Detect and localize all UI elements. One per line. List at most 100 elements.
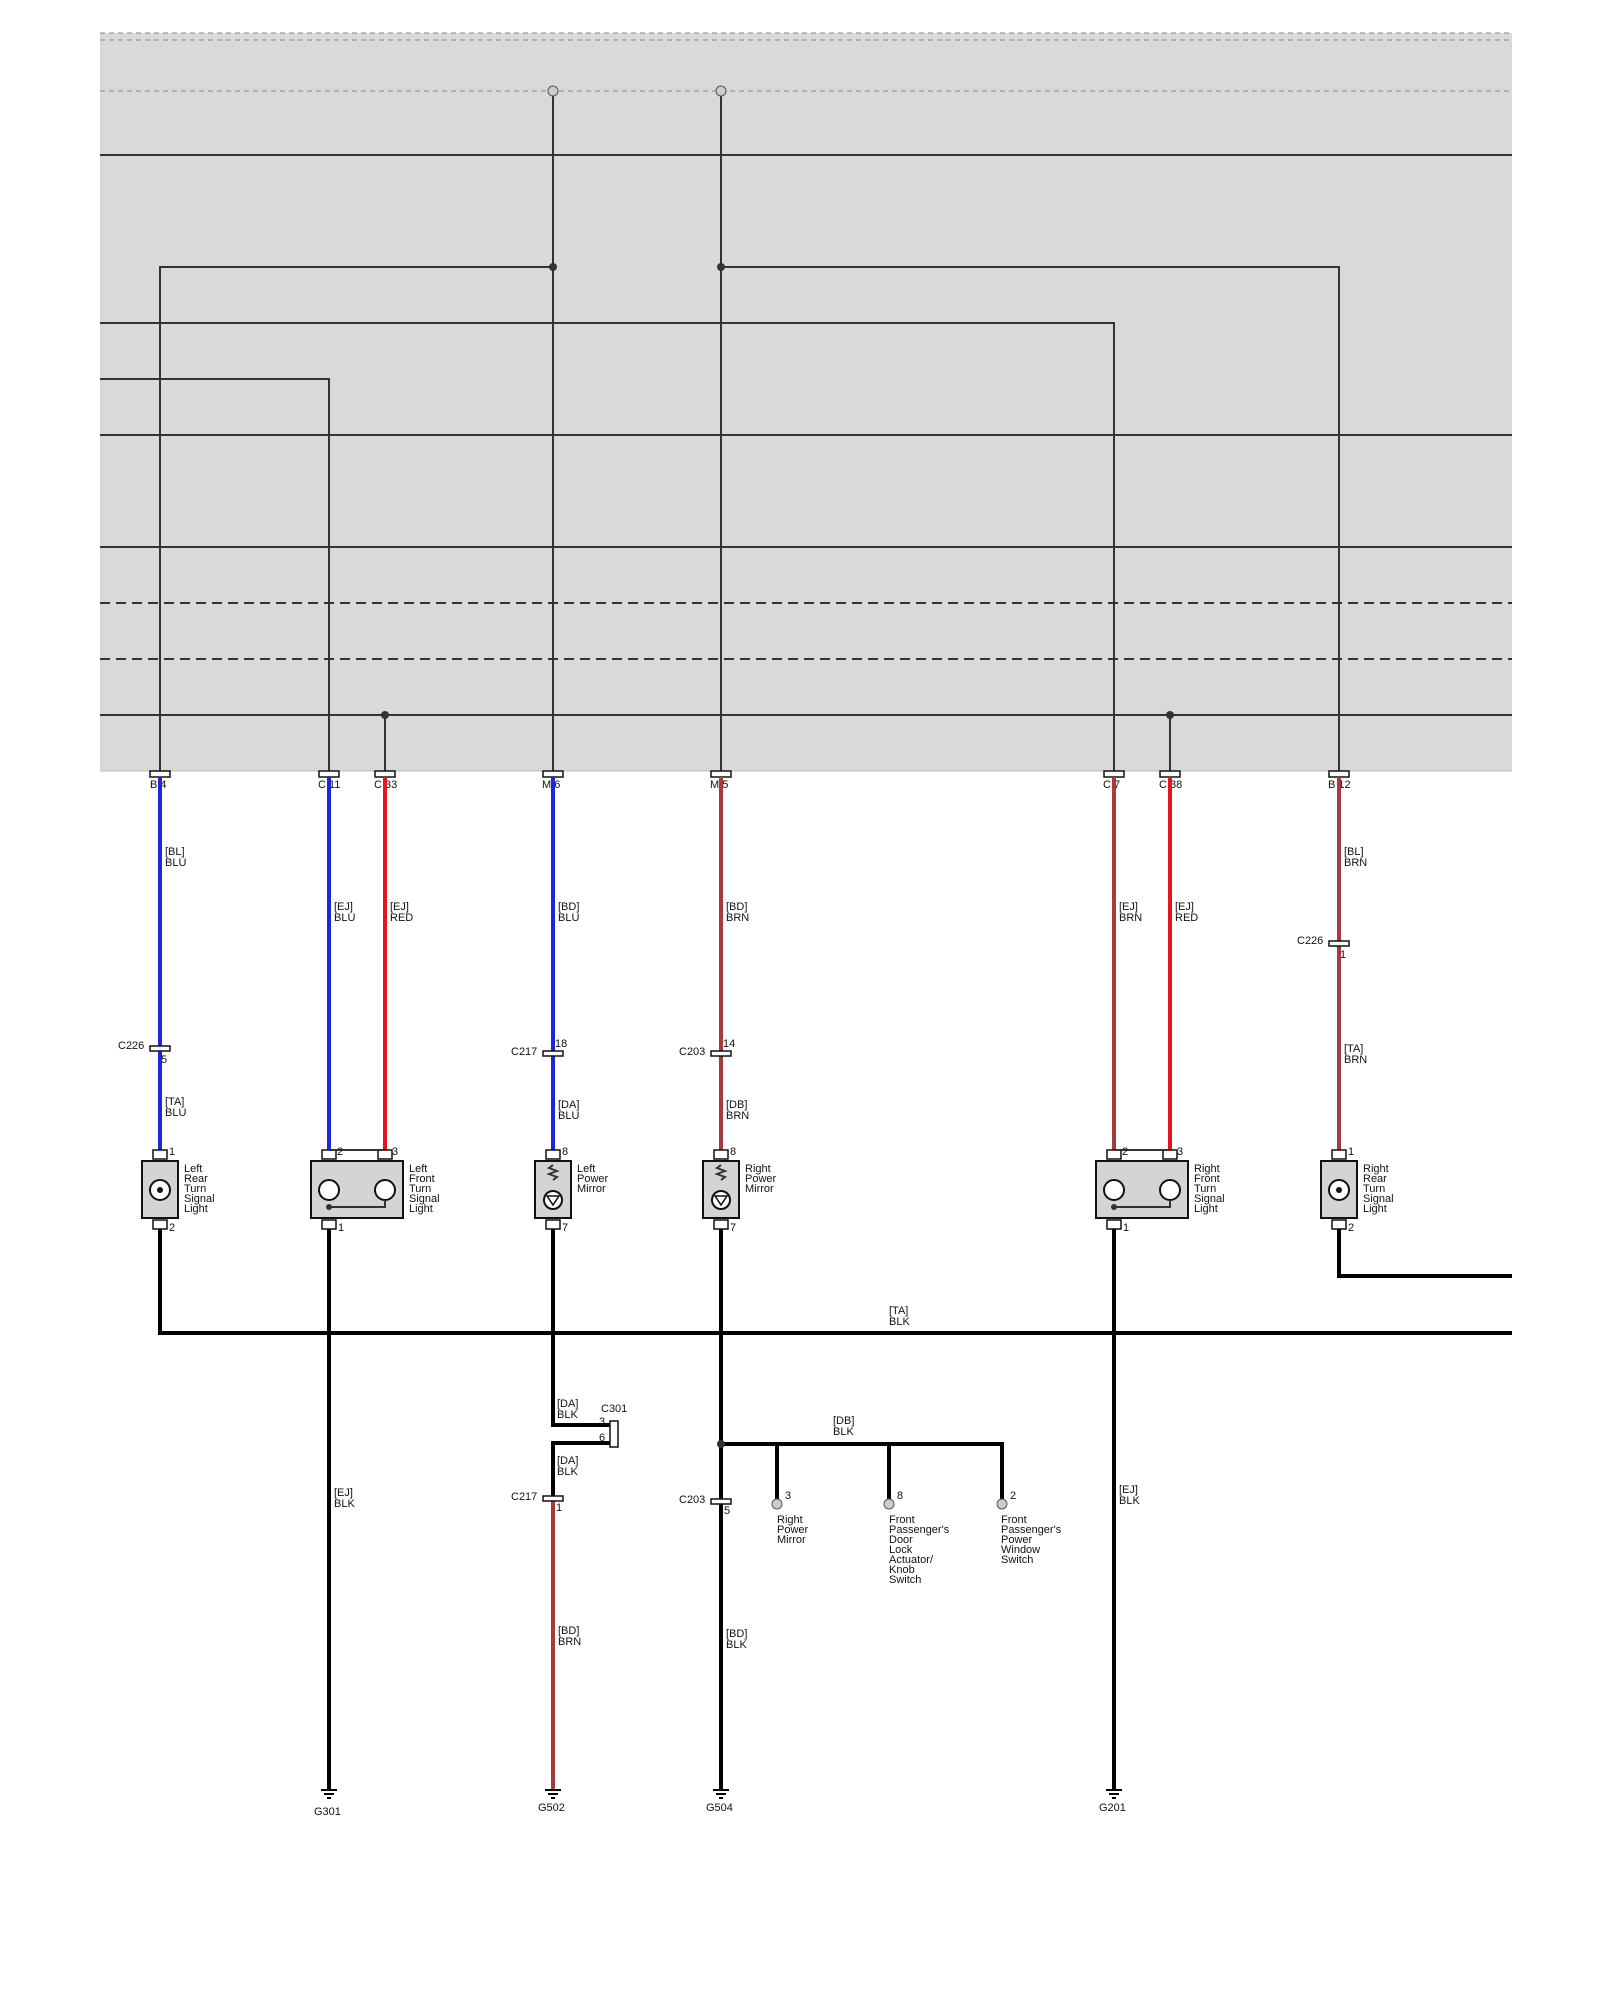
svg-text:Power: Power [1001, 1534, 1033, 1546]
wire-rr-ground [1337, 1229, 1512, 1278]
svg-text:2: 2 [1122, 1146, 1128, 1158]
svg-text:C226: C226 [1297, 935, 1323, 947]
inline-connector-c203-5: C203 5 [679, 1494, 732, 1517]
svg-text:C203: C203 [679, 1494, 705, 1506]
svg-text:Power: Power [745, 1173, 777, 1185]
svg-text:G504: G504 [706, 1802, 733, 1814]
svg-text:BLU: BLU [165, 857, 186, 869]
header-pin-c38 [1159, 770, 1181, 778]
component-right-rear-turn-signal: 1 2 Right Rear Turn Signal Light [1320, 1146, 1394, 1234]
svg-text:[BL]: [BL] [1344, 846, 1364, 858]
svg-text:Passenger's: Passenger's [889, 1524, 950, 1536]
wire-label-c11: [EJ] BLU [334, 901, 355, 924]
svg-text:[EJ]: [EJ] [334, 1487, 353, 1499]
svg-text:Light: Light [184, 1203, 208, 1215]
svg-text:[BD]: [BD] [558, 1625, 579, 1637]
terminal-m6-top [547, 85, 559, 97]
wire-ta-blk-ground-bus [158, 1229, 1512, 1335]
svg-text:Rear: Rear [1363, 1173, 1387, 1185]
svg-text:1: 1 [338, 1222, 344, 1234]
svg-text:[EJ]: [EJ] [1119, 901, 1138, 913]
svg-text:RED: RED [390, 912, 413, 924]
heater-element-icon [714, 1164, 728, 1181]
svg-text:[EJ]: [EJ] [1119, 1484, 1138, 1496]
bulb-icon [1159, 1179, 1181, 1201]
header-pin-b12 [1328, 770, 1350, 778]
svg-text:BRN: BRN [726, 912, 749, 924]
svg-text:Rear: Rear [184, 1173, 208, 1185]
svg-text:2: 2 [337, 1146, 343, 1158]
wire-db-blk-splice [721, 1442, 1004, 1500]
svg-text:Signal: Signal [409, 1193, 440, 1205]
wire-l-mirror-ground-1 [551, 1229, 610, 1427]
svg-text:[BD]: [BD] [558, 901, 579, 913]
svg-text:Signal: Signal [1194, 1193, 1225, 1205]
svg-text:BRN: BRN [1119, 912, 1142, 924]
svg-text:Mirror: Mirror [577, 1183, 606, 1195]
svg-text:BRN: BRN [1344, 1054, 1367, 1066]
components: 1 2 Left Rear Turn Signal Light 2 3 1 Le… [141, 1146, 1394, 1234]
svg-text:[BD]: [BD] [726, 901, 747, 913]
wire-label-bd-brn-g502: [BD] BRN [558, 1625, 581, 1648]
svg-text:BLU: BLU [558, 912, 579, 924]
inline-connectors: C226 5 C217 18 C203 14 C226 1 [118, 935, 1350, 1066]
header-pin-c7 [1103, 770, 1125, 778]
bulb-icon [318, 1179, 340, 1201]
svg-text:C217: C217 [511, 1491, 537, 1503]
inline-connector-c217-1: C217 1 [511, 1491, 564, 1514]
svg-text:BLK: BLK [833, 1426, 854, 1438]
wire-label-b4-lower: [TA] BLU [165, 1096, 186, 1119]
svg-text:BLU: BLU [558, 1110, 579, 1122]
wire-label-m6: [BD] BLU [558, 901, 579, 924]
svg-text:Power: Power [777, 1524, 809, 1536]
junction-m6 [549, 263, 557, 271]
svg-text:1: 1 [1348, 1146, 1354, 1158]
svg-text:BLK: BLK [557, 1409, 578, 1421]
svg-text:Turn: Turn [409, 1183, 431, 1195]
svg-text:G301: G301 [314, 1806, 341, 1818]
svg-text:5: 5 [161, 1054, 167, 1066]
wire-label-b12-lower: [TA] BRN [1344, 1043, 1367, 1066]
svg-text:[BD]: [BD] [726, 1628, 747, 1640]
component-right-power-mirror: 8 7 Right Power Mirror [702, 1146, 777, 1234]
bulb-icon [374, 1179, 396, 1201]
svg-text:Left: Left [577, 1163, 595, 1175]
header-pin-m5 [710, 770, 732, 778]
svg-text:1: 1 [1340, 949, 1346, 961]
svg-text:[DA]: [DA] [558, 1099, 579, 1111]
svg-text:7: 7 [562, 1222, 568, 1234]
component-left-front-turn-signal: 2 3 1 Left Front Turn Signal Light [310, 1146, 440, 1234]
svg-text:Front: Front [889, 1514, 915, 1526]
splice-ref-front-passenger-door-lock: 8 Front Passenger's Door Lock Actuator/ … [883, 1490, 950, 1586]
svg-text:BLU: BLU [334, 912, 355, 924]
terminal-m5-top [715, 85, 727, 97]
wire-label-m5: [BD] BRN [726, 901, 749, 924]
svg-text:BRN: BRN [1344, 857, 1367, 869]
inline-connector-c217-18: C217 18 [511, 1038, 567, 1058]
svg-text:BLU: BLU [165, 1107, 186, 1119]
svg-text:Right: Right [777, 1514, 803, 1526]
junction-c38 [1166, 711, 1174, 719]
svg-text:Left: Left [409, 1163, 427, 1175]
svg-text:[DB]: [DB] [833, 1415, 854, 1427]
svg-text:5: 5 [724, 1505, 730, 1517]
wire-l-mirror-ground-2 [551, 1441, 610, 1496]
internal-wire-b12 [721, 266, 1340, 773]
svg-text:Switch: Switch [889, 1574, 921, 1586]
svg-text:18: 18 [555, 1038, 567, 1050]
wire-label-c33: [EJ] RED [390, 901, 413, 924]
svg-text:C217: C217 [511, 1046, 537, 1058]
module-internal-wiring [100, 85, 1340, 773]
header-pin-c11 [318, 770, 340, 778]
component-left-rear-turn-signal: 1 2 Left Rear Turn Signal Light [141, 1146, 215, 1234]
svg-text:Mirror: Mirror [777, 1534, 806, 1546]
svg-text:Turn: Turn [1363, 1183, 1385, 1195]
upper-wire-labels: [BL] BLU [EJ] BLU [EJ] RED [BD] BLU [BD]… [165, 846, 1367, 1122]
svg-text:Right: Right [1194, 1163, 1220, 1175]
svg-text:Front: Front [1001, 1514, 1027, 1526]
svg-text:C226: C226 [118, 1040, 144, 1052]
svg-text:BRN: BRN [558, 1636, 581, 1648]
svg-text:[EJ]: [EJ] [1175, 901, 1194, 913]
svg-text:[EJ]: [EJ] [390, 901, 409, 913]
